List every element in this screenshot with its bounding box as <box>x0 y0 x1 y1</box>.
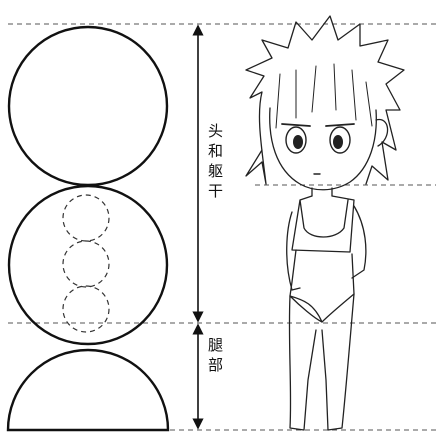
label-head-torso-1: 头 <box>208 122 223 140</box>
label-legs-1: 腿 <box>208 336 223 354</box>
label-legs-2: 部 <box>208 356 223 374</box>
inner-circle-3 <box>62 285 110 333</box>
face <box>269 107 377 191</box>
label-head-torso-3: 躯 <box>208 162 223 180</box>
right-eye <box>329 126 351 154</box>
shorts <box>289 249 355 323</box>
right-leg <box>321 293 355 431</box>
right-arm <box>351 205 367 279</box>
inner-circle-2 <box>62 240 110 288</box>
left-eye <box>285 126 307 154</box>
legs-half-circle <box>6 348 170 432</box>
tank-top <box>291 195 355 253</box>
inner-circle-1 <box>62 194 110 242</box>
hair <box>245 15 405 185</box>
left-leg <box>288 295 317 431</box>
chibi-girl-illustration <box>245 15 405 431</box>
label-head-torso-2: 和 <box>208 142 223 160</box>
head-circle <box>7 25 169 187</box>
left-arm <box>286 211 301 291</box>
torso-circle <box>7 184 169 346</box>
label-head-torso-4: 干 <box>208 182 223 200</box>
